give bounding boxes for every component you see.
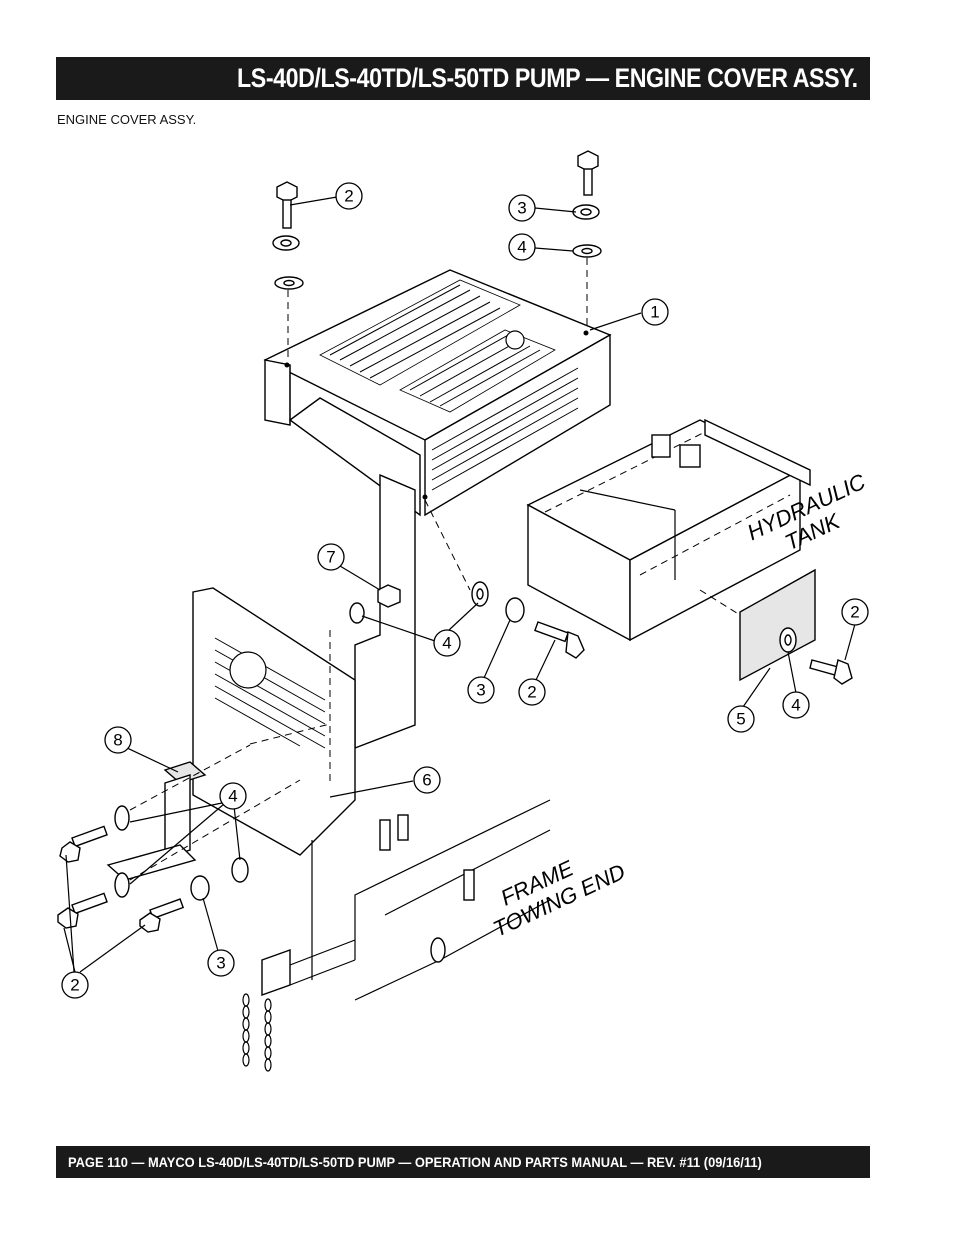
- callout-2: 2: [335, 182, 363, 210]
- svg-text:4: 4: [228, 787, 237, 806]
- svg-text:2: 2: [70, 976, 79, 995]
- top-left-bolt: [272, 181, 304, 362]
- callout-3: 3: [467, 676, 495, 704]
- tank-plate: [699, 568, 853, 685]
- svg-text:3: 3: [476, 681, 485, 700]
- hydraulic-tank: [526, 418, 811, 642]
- callout-3: 3: [207, 949, 235, 977]
- callout-1: 1: [641, 298, 669, 326]
- center-hardware: [349, 499, 585, 659]
- callout-5: 5: [727, 705, 755, 733]
- title-bar: LS-40D/LS-40TD/LS-50TD PUMP — ENGINE COV…: [56, 57, 870, 100]
- svg-text:4: 4: [791, 696, 800, 715]
- svg-text:7: 7: [326, 548, 335, 567]
- svg-text:8: 8: [113, 731, 122, 750]
- section-subtitle: ENGINE COVER ASSY.: [57, 112, 197, 127]
- callout-4: 4: [219, 782, 247, 810]
- svg-text:2: 2: [527, 683, 536, 702]
- callout-6: 6: [413, 766, 441, 794]
- callout-4: 4: [433, 629, 461, 657]
- svg-text:2: 2: [344, 187, 353, 206]
- callout-4: 4: [508, 233, 536, 261]
- svg-text:4: 4: [442, 634, 451, 653]
- page-title: LS-40D/LS-40TD/LS-50TD PUMP — ENGINE COV…: [237, 63, 858, 93]
- callout-8: 8: [104, 726, 132, 754]
- leader-lines: [63, 196, 856, 973]
- callout-7: 7: [317, 543, 345, 571]
- svg-text:3: 3: [517, 199, 526, 218]
- side-panel: [192, 587, 356, 856]
- svg-text:3: 3: [216, 954, 225, 973]
- callout-2: 2: [61, 971, 89, 999]
- svg-text:6: 6: [422, 771, 431, 790]
- svg-text:1: 1: [650, 303, 659, 322]
- svg-text:2: 2: [850, 603, 859, 622]
- svg-text:5: 5: [736, 710, 745, 729]
- callout-3: 3: [508, 194, 536, 222]
- callout-2: 2: [841, 598, 869, 626]
- top-right-bolt: [572, 150, 602, 330]
- footer-text: PAGE 110 — MAYCO LS-40D/LS-40TD/LS-50TD …: [68, 1154, 762, 1170]
- svg-text:4: 4: [517, 238, 526, 257]
- callout-2: 2: [518, 678, 546, 706]
- bracket: [57, 744, 301, 933]
- callout-4: 4: [782, 691, 810, 719]
- frame-towing-end: [242, 799, 551, 1072]
- engine-cover: [263, 269, 612, 517]
- footer-bar: PAGE 110 — MAYCO LS-40D/LS-40TD/LS-50TD …: [56, 1146, 870, 1178]
